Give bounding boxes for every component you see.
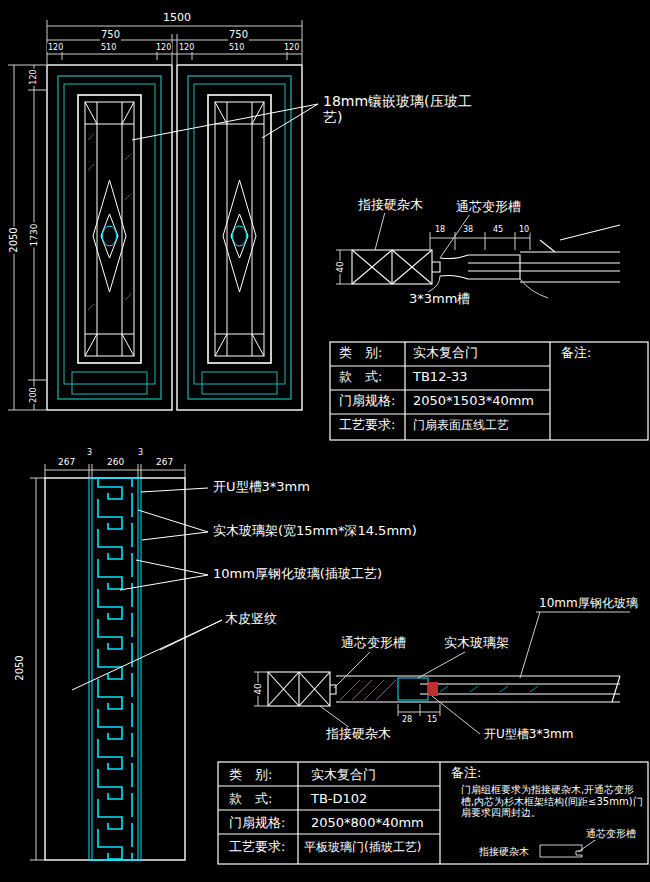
table-cell: TB12-33 — [412, 370, 469, 385]
callout-label: 实木玻璃架(宽15mm*深14.5mm) — [212, 524, 418, 539]
table-cell: 门扇规格: — [338, 394, 396, 409]
table-cell: 实木复合门 — [310, 768, 377, 783]
dimension-text: 750 — [100, 29, 121, 41]
table-cell: 类 别: — [228, 768, 273, 783]
table-cell: 2050*800*40mm — [310, 816, 425, 831]
table-cell: 门扇表面压线工艺 — [412, 419, 510, 433]
part-label: 3*3mm槽 — [408, 292, 471, 307]
dimension-text: 267 — [57, 457, 76, 467]
part-label: 开U型槽3*3mm — [483, 728, 574, 742]
dimension-text: 10 — [518, 225, 530, 234]
dimension-text: 1730 — [29, 223, 39, 248]
dimension-text: 120 — [283, 43, 300, 52]
dimension-text: 120 — [155, 43, 172, 52]
table-cell: TB-D102 — [310, 792, 368, 807]
dimension-text: 510 — [228, 43, 245, 52]
dimension-text: 1500 — [162, 12, 192, 25]
table-cell: 2050*1503*40mm — [412, 394, 535, 409]
dimension-text: 2050 — [8, 226, 20, 253]
table-cell: 备注: — [450, 766, 482, 781]
table-cell: 实木复合门 — [412, 346, 479, 361]
dimension-text: 120 — [178, 43, 195, 52]
table-cell: 工艺要求: — [228, 840, 286, 855]
table-cell: 工艺要求: — [338, 418, 396, 433]
part-label: 实木玻璃架 — [443, 636, 510, 651]
dimension-text: 18 — [434, 225, 446, 234]
table-cell: 款 式: — [338, 370, 383, 385]
callout-label: 10mm厚钢化玻璃(插玻工艺) — [212, 567, 383, 582]
dimension-text: 3 — [137, 448, 144, 457]
dimension-text: 38 — [462, 225, 474, 234]
legend-label: 通芯变形槽 — [585, 828, 637, 840]
callout-label: 木皮竖纹 — [224, 612, 278, 627]
dimension-text: 750 — [228, 29, 249, 41]
callout-label: 18mm镶嵌玻璃(压玻工艺) — [322, 93, 474, 125]
dimension-text: 120 — [47, 43, 64, 52]
part-label: 指接硬杂木 — [325, 727, 392, 742]
table-cell: 门扇规格: — [228, 816, 286, 831]
legend-label: 指接硬杂木 — [478, 846, 530, 858]
dimension-text: 40 — [253, 682, 263, 695]
dimension-text: 28 — [401, 715, 413, 724]
note-text: 门扇组框要求为指接硬杂木,开通芯变形槽,内芯为杉木框架结构(间距≤35mm)门扇… — [460, 784, 646, 819]
part-label: 指接硬杂木 — [357, 198, 424, 213]
dimension-text: 3 — [86, 448, 93, 457]
dimension-text: 260 — [106, 457, 125, 467]
callout-label: 开U型槽3*3mm — [212, 480, 311, 495]
table-cell: 款 式: — [228, 792, 273, 807]
part-label: 通芯变形槽 — [455, 200, 522, 215]
dimension-text: 200 — [29, 386, 38, 403]
dimension-text: 510 — [100, 43, 117, 52]
dimension-text: 267 — [155, 457, 174, 467]
dimension-text: 15 — [426, 715, 438, 724]
table-cell: 类 别: — [338, 346, 383, 361]
dimension-text: 120 — [29, 68, 38, 85]
table-cell: 备注: — [560, 346, 592, 361]
dimension-text: 2050 — [14, 654, 26, 681]
part-label: 通芯变形槽 — [340, 636, 407, 651]
dimension-text: 40 — [335, 260, 345, 273]
part-label: 10mm厚钢化玻璃 — [538, 597, 639, 611]
dimension-text: 45 — [492, 225, 504, 234]
table-cell: 平板玻璃门(插玻工艺) — [303, 841, 422, 855]
